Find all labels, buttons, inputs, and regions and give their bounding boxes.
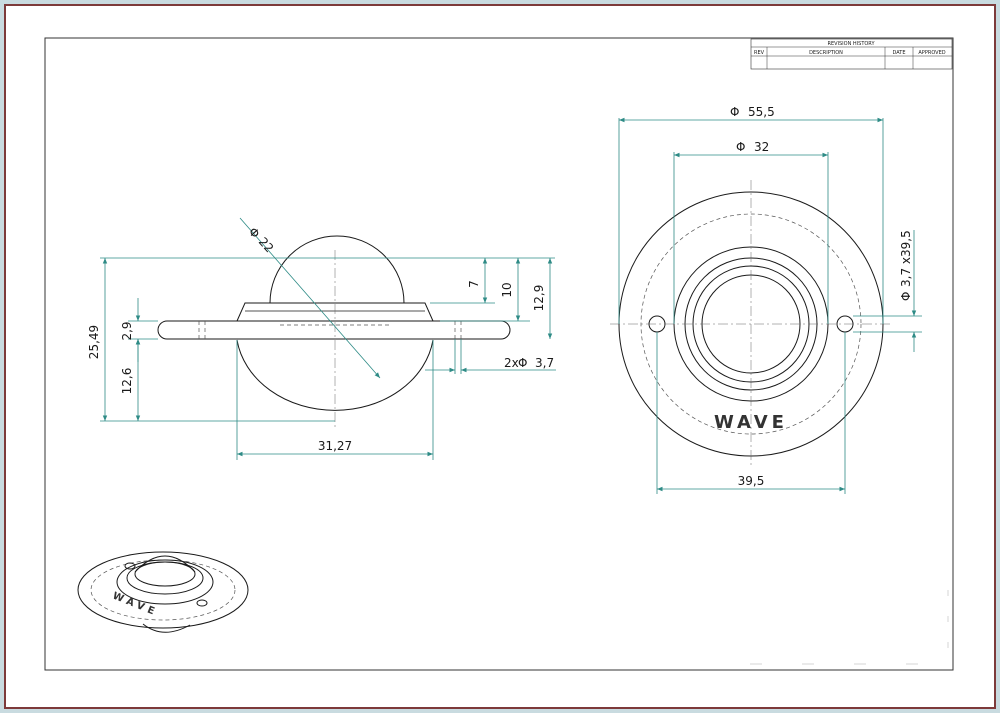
dim-width-31-27: 31,27: [318, 439, 352, 453]
dim-holes-dia-symbol: Φ: [518, 356, 527, 370]
ball-top-arc: [269, 235, 405, 304]
dim-height-12-9: 12,9: [532, 285, 546, 312]
revision-title: REVISION HISTORY: [827, 41, 875, 47]
iso-bowl-bottom: [142, 623, 191, 633]
drawing-border: [44, 37, 954, 671]
dim-holes-count: 2x: [504, 356, 519, 370]
revision-col-date: DATE: [892, 50, 905, 56]
iso-brand-logo: WAVE: [111, 591, 160, 619]
revision-col-approved: APPROVED: [918, 50, 945, 56]
iso-hole-left: [124, 562, 136, 570]
housing-bowl: [236, 339, 434, 411]
dim-flange-2-9: 2,9: [120, 321, 134, 340]
dim-sphere-dia: 22: [256, 235, 277, 256]
front-view-dimensions: Φ 55,5 Φ 32 Φ 3,7 x39,5 39,5: [618, 105, 922, 494]
dim-inner-dia: 32: [754, 140, 769, 154]
revision-history-block: REVISION HISTORY REV DESCRIPTION DATE AP…: [750, 38, 953, 70]
border-tick-marks: [750, 590, 949, 665]
collar: [236, 302, 434, 322]
side-view-dimensions: Φ 22 7 10 12,9 25,49 2,9 12,6 2x: [87, 217, 556, 460]
dim-height-10: 10: [500, 282, 514, 297]
dim-height-7: 7: [467, 280, 481, 288]
revision-col-rev: REV: [754, 50, 765, 56]
dim-hole-spec-symbol: Φ: [899, 292, 913, 301]
iso-ball: [134, 561, 196, 587]
dim-hole-spacing: 39,5: [738, 474, 765, 488]
front-view: WAVE: [610, 180, 892, 468]
iso-ball-dome: [134, 555, 196, 573]
flange: [157, 320, 511, 340]
dim-inner-dia-symbol: Φ: [736, 140, 745, 154]
iso-hole-right: [196, 599, 208, 607]
iso-flange: [77, 551, 249, 629]
iso-collar: [116, 559, 214, 605]
isometric-view: WAVE: [77, 551, 249, 633]
dim-depth-12-6: 12,6: [120, 368, 134, 395]
dim-outer-dia-symbol: Φ: [730, 105, 739, 119]
side-view: [157, 235, 511, 428]
revision-col-description: DESCRIPTION: [809, 50, 843, 56]
dim-hole-spec: 3,7 x39,5: [899, 230, 913, 287]
dim-outer-dia: 55,5: [748, 105, 775, 119]
dim-holes-dia: 3,7: [535, 356, 554, 370]
dim-height-25-49: 25,49: [87, 325, 101, 359]
brand-logo: WAVE: [714, 412, 788, 433]
